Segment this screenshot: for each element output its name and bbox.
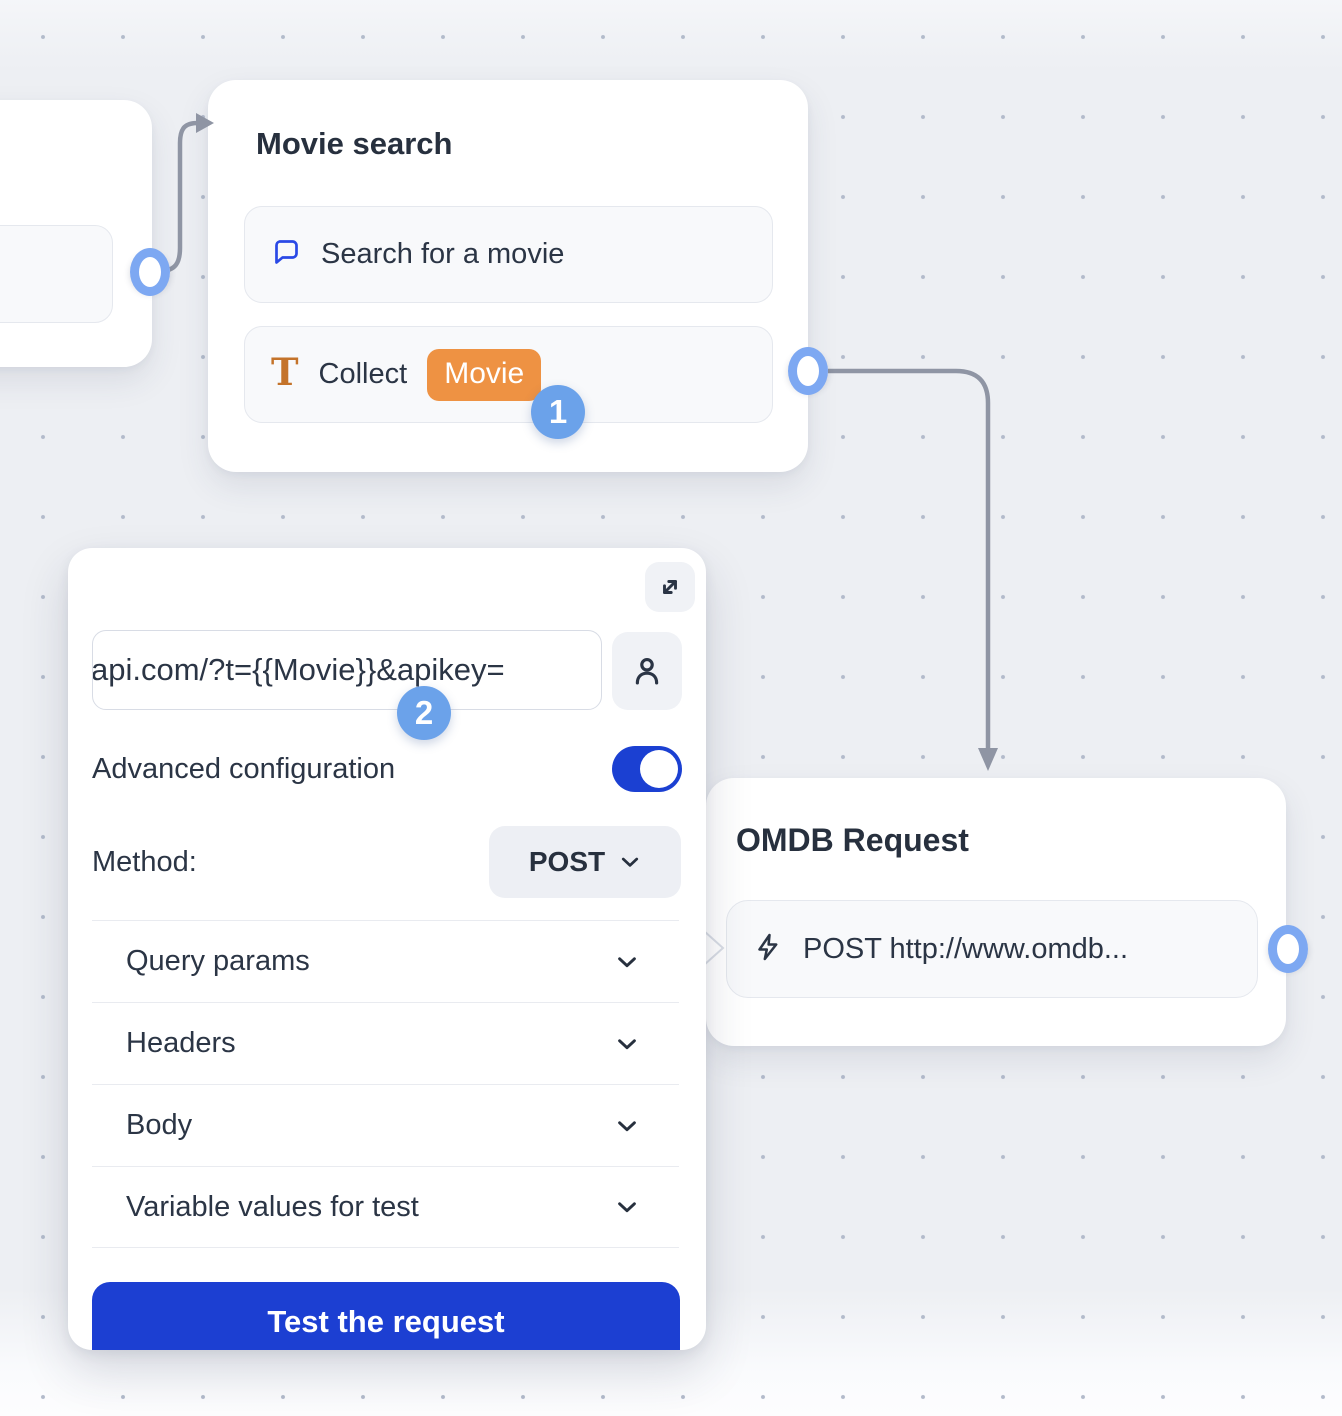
expand-button[interactable] xyxy=(645,562,695,612)
section-label: Headers xyxy=(126,1027,236,1059)
chat-bubble-icon xyxy=(271,237,301,272)
section-label: Body xyxy=(126,1109,193,1141)
advanced-configuration-toggle[interactable] xyxy=(612,746,682,792)
collapsible-sections: Query params Headers Body Variable value… xyxy=(92,920,679,1248)
section-body[interactable]: Body xyxy=(92,1084,679,1166)
partial-node-card[interactable] xyxy=(0,100,152,367)
block-label: POST http://www.omdb... xyxy=(803,932,1129,965)
advanced-configuration-label: Advanced configuration xyxy=(92,752,396,785)
section-variable-values[interactable]: Variable values for test xyxy=(92,1166,679,1248)
url-value: api.com/?t={{Movie}}&apikey= xyxy=(92,652,505,687)
method-label: Method: xyxy=(92,845,197,878)
output-port-left-node[interactable] xyxy=(130,252,170,292)
variable-badge[interactable]: Movie xyxy=(427,348,542,401)
zap-icon xyxy=(753,932,783,967)
connector-to-omdb-request xyxy=(826,368,991,750)
connector-arrowhead-down xyxy=(978,748,998,771)
chevron-down-icon xyxy=(618,956,636,967)
block-webhook[interactable]: POST http://www.omdb... xyxy=(726,900,1258,998)
method-value: POST xyxy=(528,846,606,877)
connector-to-movie-search xyxy=(159,120,199,274)
chevron-down-icon xyxy=(618,1202,636,1213)
input-port-notch xyxy=(704,930,725,966)
chevron-down-icon xyxy=(618,1038,636,1049)
user-variable-button[interactable] xyxy=(612,632,682,710)
test-request-button[interactable]: Test the request xyxy=(92,1282,680,1350)
node-omdb-request[interactable]: OMDB Request POST http://www.omdb... xyxy=(704,778,1286,1046)
partial-node-item[interactable] xyxy=(0,225,113,323)
person-icon xyxy=(635,657,659,685)
block-collect-input[interactable]: T Collect Movie xyxy=(244,326,773,423)
text-input-icon: T xyxy=(271,350,299,394)
method-select[interactable]: POST xyxy=(489,826,681,898)
node-title: Movie search xyxy=(256,126,453,161)
section-headers[interactable]: Headers xyxy=(92,1002,679,1084)
step-badge-1: 1 xyxy=(531,385,585,439)
section-label: Variable values for test xyxy=(126,1190,419,1223)
chevron-down-icon xyxy=(618,1120,636,1131)
chevron-down-icon xyxy=(621,857,639,867)
node-movie-search[interactable]: Movie search Search for a movie T Collec… xyxy=(208,80,808,472)
url-input[interactable]: api.com/?t={{Movie}}&apikey= xyxy=(92,630,602,710)
expand-icon xyxy=(663,580,677,594)
block-label: Collect xyxy=(318,358,408,390)
section-query-params[interactable]: Query params xyxy=(92,920,679,1002)
section-label: Query params xyxy=(126,945,310,977)
block-label: Search for a movie xyxy=(321,238,565,270)
output-port-movie-search[interactable] xyxy=(788,351,828,391)
block-send-message[interactable]: Search for a movie xyxy=(244,206,773,303)
node-title: OMDB Request xyxy=(736,822,969,858)
step-badge-2: 2 xyxy=(397,686,451,740)
webhook-config-panel: api.com/?t={{Movie}}&apikey= 2 Advanced … xyxy=(68,548,706,1350)
method-row: Method: POST xyxy=(92,826,681,898)
advanced-configuration-row: Advanced configuration xyxy=(92,746,682,792)
output-port-omdb-request[interactable] xyxy=(1268,929,1308,969)
